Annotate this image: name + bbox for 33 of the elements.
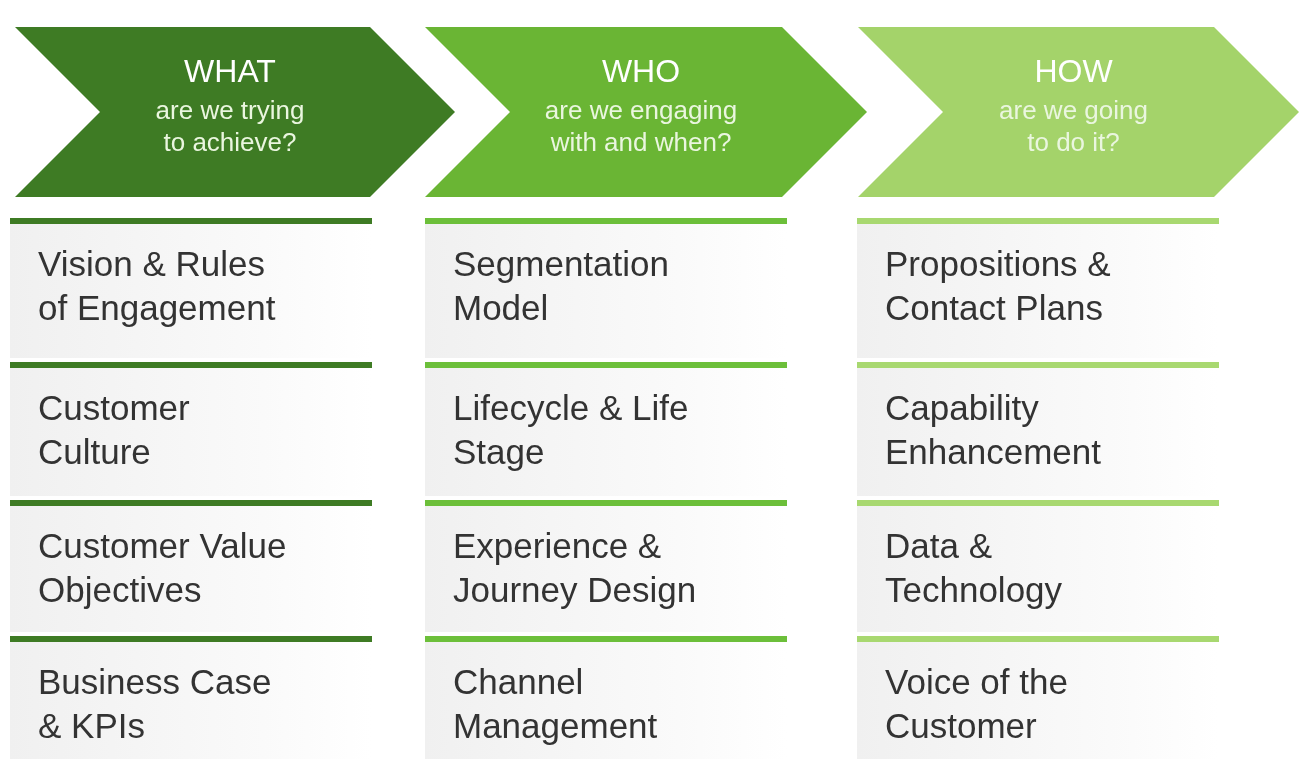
header-banner — [15, 27, 455, 197]
item-card — [857, 218, 1219, 358]
item-title: Propositions & Contact Plans — [885, 243, 1112, 329]
header-banner — [425, 27, 867, 197]
item-card — [10, 362, 372, 496]
heading: HOW — [1034, 53, 1113, 90]
item-card — [857, 500, 1219, 632]
item-title: Lifecycle & Life Stage — [453, 387, 690, 473]
item-title: Data & Technology — [885, 525, 1064, 611]
item-card — [425, 500, 787, 632]
item-card — [10, 218, 372, 358]
question-text: are we trying to achieve? — [154, 94, 306, 158]
item-title: Customer Value Objectives — [38, 525, 288, 611]
item-card — [425, 362, 787, 496]
header-banner — [858, 27, 1299, 197]
item-title: Channel Management — [453, 661, 659, 747]
item-title: Vision & Rules of Engagement — [38, 243, 277, 329]
item-title: Customer Culture — [38, 387, 191, 473]
question-text: are we going to do it? — [998, 94, 1149, 158]
item-title: Business Case & KPIs — [38, 661, 273, 747]
item-card — [857, 362, 1219, 496]
item-title: Experience & Journey Design — [453, 525, 698, 611]
item-title: Segmentation Model — [453, 243, 670, 329]
heading: WHAT — [184, 53, 276, 90]
heading: WHO — [601, 53, 681, 90]
item-card — [425, 636, 787, 759]
item-card — [857, 636, 1219, 759]
item-title: Capability Enhancement — [885, 387, 1102, 473]
question-text: are we engaging with and when? — [543, 94, 739, 158]
item-card — [10, 636, 372, 759]
item-card — [10, 500, 372, 632]
item-title: Voice of the Customer — [885, 661, 1069, 747]
item-card — [425, 218, 787, 358]
